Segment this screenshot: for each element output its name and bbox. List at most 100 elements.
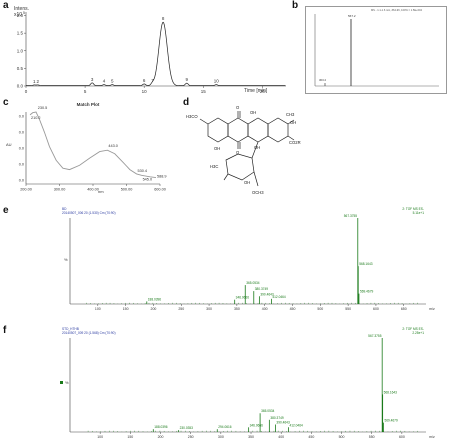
a-ylabel-line1: Intens. — [14, 6, 29, 12]
c-peak-annotation: 210.2 — [31, 116, 41, 120]
f-x-tick-label: 200 — [158, 435, 164, 439]
b-minor-peak-label: 303.2 — [319, 78, 326, 82]
f-peak-label: 569.4679 — [384, 419, 398, 423]
c-peak-annotation: 443.0 — [108, 144, 118, 148]
struct-label-h3c: H3C — [210, 164, 218, 169]
e-top-right-2: 5.11e+1 — [413, 211, 425, 215]
e-top-left-1: BD — [62, 207, 67, 211]
c-peak-annotation: 230.5 — [38, 106, 48, 110]
e-peak-label: 346.0666 — [236, 296, 250, 300]
panel-letter-e: e — [3, 205, 9, 216]
f-peak-label: 567.3755 — [368, 334, 382, 338]
f-peak-label: 390.4643 — [276, 420, 290, 424]
e-x-tick-label: 550 — [345, 307, 351, 311]
f-peak-label: 365.0534 — [261, 409, 275, 413]
struct-label-oh-4: OH — [250, 110, 256, 115]
c-y-tick-label: 0.0 — [19, 115, 24, 119]
c-peak-annotation: 530.4 — [138, 169, 148, 173]
f-peak-label: 346.0666 — [250, 423, 264, 427]
c-x-tick-label: 300.00 — [54, 188, 66, 192]
a-trace-line — [26, 21, 286, 86]
a-y-tick-label: 2.0 — [17, 13, 24, 18]
f-peak-label: 568.1643 — [384, 390, 398, 394]
f-x-tick-label: 500 — [339, 435, 345, 439]
panel-letter-d: d — [183, 97, 190, 108]
f-top-left-2: 20140507_009 20 (1.568) Cm (70:90) — [62, 331, 116, 335]
a-peak-label: 7 — [151, 78, 154, 83]
a-x-tick-label: 0 — [25, 89, 28, 94]
e-x-tick-label: 400 — [262, 307, 268, 311]
struct-label-oh-2: OH — [254, 145, 260, 150]
ms-inset-plot: MS - 1.1-1.6 min, #64-96, 100% = 1.5E+00… — [314, 8, 439, 87]
e-ylabel: % — [64, 257, 68, 262]
a-xlabel: Time [min] — [244, 88, 268, 94]
f-x-tick-label: 300 — [218, 435, 224, 439]
panel-letter-c: c — [3, 97, 9, 108]
c-x-tick-label: 200.00 — [20, 188, 32, 192]
f-x-tick-label: m/z — [429, 435, 435, 439]
a-peak-label: 2 — [37, 79, 40, 84]
f-peak-label: 230.0353 — [180, 426, 194, 430]
a-y-tick-label: 0.5 — [17, 66, 24, 71]
f-x-tick-label: 600 — [399, 435, 405, 439]
panel-letter-b: b — [292, 0, 299, 11]
f-top-left-1: STD_HTHB — [62, 327, 79, 331]
f-top-right-2: 2.25e+1 — [412, 331, 424, 335]
e-x-tick-label: 200 — [151, 307, 157, 311]
chemical-structure: H3CO OH O O OH OH OH CH3 H3C OH OCH3 CO2… — [186, 105, 301, 195]
e-peak-label: 380.3749 — [255, 287, 269, 291]
ms-inset-frame — [305, 6, 447, 94]
a-y-tick-label: 1.5 — [17, 31, 24, 36]
e-peak-label: 412.0464 — [272, 295, 286, 299]
c-y-tick-label: 0.0 — [19, 163, 24, 167]
f-ylabel: % — [65, 380, 69, 385]
c-xlabel: nm — [98, 189, 104, 194]
a-x-tick-label: 20 — [260, 89, 266, 94]
struct-label-h3co: H3CO — [186, 114, 198, 119]
struct-label-ch3: CH3 — [286, 112, 295, 117]
f-peak-label: 188.0396 — [154, 425, 168, 429]
a-peak-label: 10 — [214, 79, 220, 84]
f-x-tick-label: 350 — [248, 435, 254, 439]
f-x-tick-label: 400 — [278, 435, 284, 439]
f-x-tick-label: 100 — [97, 435, 103, 439]
f-x-tick-label: 150 — [127, 435, 133, 439]
f-peak-label: 294.0616 — [218, 425, 232, 429]
e-peak-label: 188.0396 — [148, 297, 162, 301]
c-title: Match Plot — [77, 102, 100, 107]
c-uv-curve — [29, 111, 157, 178]
panel-letter-f: f — [3, 325, 7, 336]
f-peak-label: 412.0464 — [289, 423, 303, 427]
ms-spectrum-f: STD_HTHB 20140507_009 20 (1.568) Cm (70:… — [60, 327, 435, 439]
e-x-tick-label: 500 — [317, 307, 323, 311]
a-x-tick-label: 15 — [201, 89, 207, 94]
c-x-tick-label: 400.00 — [87, 188, 99, 192]
struct-label-o-top: O — [236, 105, 240, 110]
e-x-tick-label: 600 — [373, 307, 379, 311]
panel-letter-a: a — [3, 0, 9, 11]
a-peak-label: 6 — [143, 78, 146, 83]
c-peak-annotation: 588.9 — [157, 175, 167, 179]
c-x-tick-label: 600.00 — [154, 188, 166, 192]
f-x-tick-label: 450 — [308, 435, 314, 439]
c-ylabel: AU — [6, 142, 12, 147]
e-x-tick-label: 650 — [401, 307, 407, 311]
c-y-tick-label: 0.0 — [19, 131, 24, 135]
f-peak-label: 380.3749 — [270, 416, 284, 420]
ms-spectrum-e: BD 20140507_006 20 (1.530) Cm (70:90) 2:… — [62, 207, 435, 311]
a-y-tick-label: 1.0 — [17, 48, 24, 53]
a-x-tick-label: 5 — [84, 89, 87, 94]
a-x-tick-label: 10 — [142, 89, 148, 94]
a-peak-label: 8 — [162, 16, 165, 21]
a-peak-label: 3 — [91, 77, 94, 82]
e-peak-label: 390.4643 — [260, 292, 274, 296]
e-peak-label: 569.4679 — [360, 290, 374, 294]
a-ylabel-line2: x10 — [14, 12, 22, 18]
c-x-tick-label: 500.00 — [121, 188, 133, 192]
e-x-tick-label: 300 — [206, 307, 212, 311]
struct-label-och3: OCH3 — [252, 190, 264, 195]
f-x-tick-label: 250 — [188, 435, 194, 439]
c-y-tick-label: 0.0 — [19, 147, 24, 151]
